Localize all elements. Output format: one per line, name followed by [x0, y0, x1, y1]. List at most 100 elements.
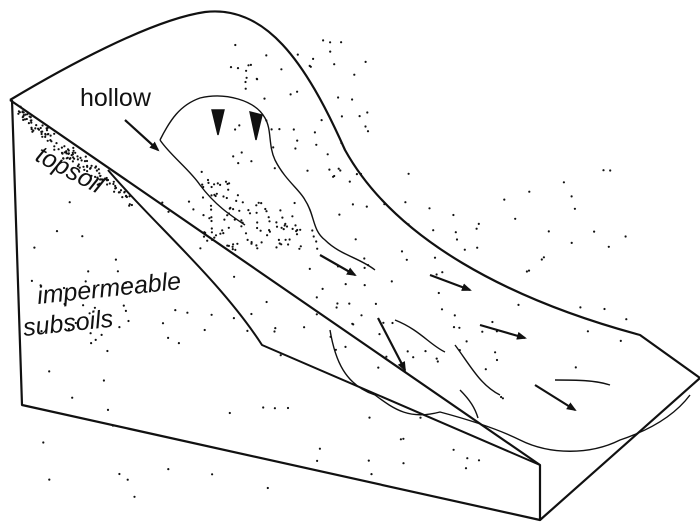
stipple-dot — [17, 113, 19, 115]
stipple-dot — [278, 128, 280, 130]
stipple-dot — [242, 201, 244, 203]
stipple-dot — [543, 256, 545, 258]
stipple-dot — [327, 153, 329, 155]
stipple-dot — [49, 139, 51, 141]
stipple-dot — [315, 144, 317, 146]
stipple-dot — [223, 219, 225, 221]
stipple-dot — [69, 201, 71, 203]
stipple-dot — [328, 169, 330, 171]
stipple-dot — [48, 370, 50, 372]
stipple-dot — [314, 131, 316, 133]
flow-ridge-2 — [455, 345, 500, 395]
stipple-dot — [476, 247, 478, 249]
label-subsoils: subsoils — [22, 305, 115, 342]
stipple-dot — [247, 239, 249, 241]
stipple-dot — [294, 147, 296, 149]
stipple-dot — [364, 125, 366, 127]
stipple-dot — [303, 326, 305, 328]
stipple-dot — [222, 232, 224, 234]
stipple-dot — [454, 314, 456, 316]
stipple-dot — [225, 181, 227, 183]
stipple-dot — [339, 169, 341, 171]
stipple-dot — [306, 170, 308, 172]
stipple-dot — [44, 136, 46, 138]
stipple-dot — [365, 61, 367, 63]
stipple-dot — [348, 303, 350, 305]
stipple-dot — [95, 339, 97, 341]
stipple-dot — [351, 98, 353, 100]
stipple-dot — [424, 350, 426, 352]
stipple-dot — [250, 243, 252, 245]
stipple-dot — [117, 270, 119, 272]
stipple-dot — [478, 223, 480, 225]
arrow-flow-5 — [535, 385, 575, 410]
stipple-dot — [408, 173, 410, 175]
stipple-dot — [202, 214, 204, 216]
arrow-hollow — [125, 120, 158, 150]
stipple-dot — [113, 191, 115, 193]
stipple-dot — [188, 201, 190, 203]
stipple-dot — [103, 379, 105, 381]
stipple-dot — [517, 304, 519, 306]
stipple-dot — [296, 140, 298, 142]
stipple-dot — [271, 128, 273, 130]
stipple-dot — [340, 142, 342, 144]
stipple-dot — [234, 44, 236, 46]
stipple-dot — [528, 270, 530, 272]
stipple-dot — [68, 149, 70, 151]
stipple-dot — [85, 156, 87, 158]
stipple-dot — [228, 212, 230, 214]
stipple-dot — [48, 479, 50, 481]
stipple-dot — [46, 127, 48, 129]
stipple-dot — [229, 412, 231, 414]
top-surface-edge — [10, 11, 700, 378]
stipple-dot — [31, 131, 33, 133]
stipple-dot — [309, 65, 311, 67]
stipple-dot — [292, 228, 294, 230]
stipple-dot — [401, 250, 403, 252]
stipple-dot — [29, 116, 31, 118]
stipple-dot — [63, 145, 65, 147]
stipple-dot — [127, 479, 129, 481]
stipple-dot — [367, 264, 369, 266]
stipple-dot — [112, 425, 114, 427]
stipple-dot — [625, 318, 627, 320]
stipple-dot — [234, 249, 236, 251]
stipple-dot — [402, 462, 404, 464]
stipple-dot — [528, 191, 530, 193]
stipple-dot — [291, 215, 293, 217]
stipple-dot — [228, 227, 230, 229]
stipple-dot — [106, 183, 108, 185]
stipple-dot — [41, 133, 43, 135]
stipple-dot — [335, 349, 337, 351]
stipple-dot — [481, 331, 483, 333]
stipple-dot — [240, 219, 242, 221]
stipple-dot — [28, 122, 30, 124]
stipple-dot — [199, 247, 201, 249]
stipple-dot — [133, 496, 135, 498]
stipple-dot — [221, 229, 223, 231]
stipple-dot — [437, 360, 439, 362]
stipple-dot — [459, 349, 461, 351]
stipple-dot — [355, 238, 357, 240]
stipple-dot — [264, 208, 266, 210]
stipple-dot — [364, 267, 366, 269]
stipple-dot — [244, 81, 246, 83]
stipple-dot — [106, 350, 108, 352]
flow-ridge-1 — [395, 320, 445, 352]
stipple-dot — [73, 150, 75, 152]
stipple-dot — [178, 342, 180, 344]
stipple-dot — [30, 122, 32, 124]
stipple-dot — [240, 225, 242, 227]
stipple-dot — [53, 133, 55, 135]
stipple-dot — [500, 396, 502, 398]
stipple-dot — [296, 91, 298, 93]
stipple-dot — [238, 210, 240, 212]
stipple-dot — [245, 70, 247, 72]
stipple-dot — [363, 257, 365, 259]
stipple-dot — [201, 171, 203, 173]
stipple-dot — [265, 210, 267, 212]
stipple-dot — [274, 167, 276, 169]
stipple-dot — [366, 111, 368, 113]
